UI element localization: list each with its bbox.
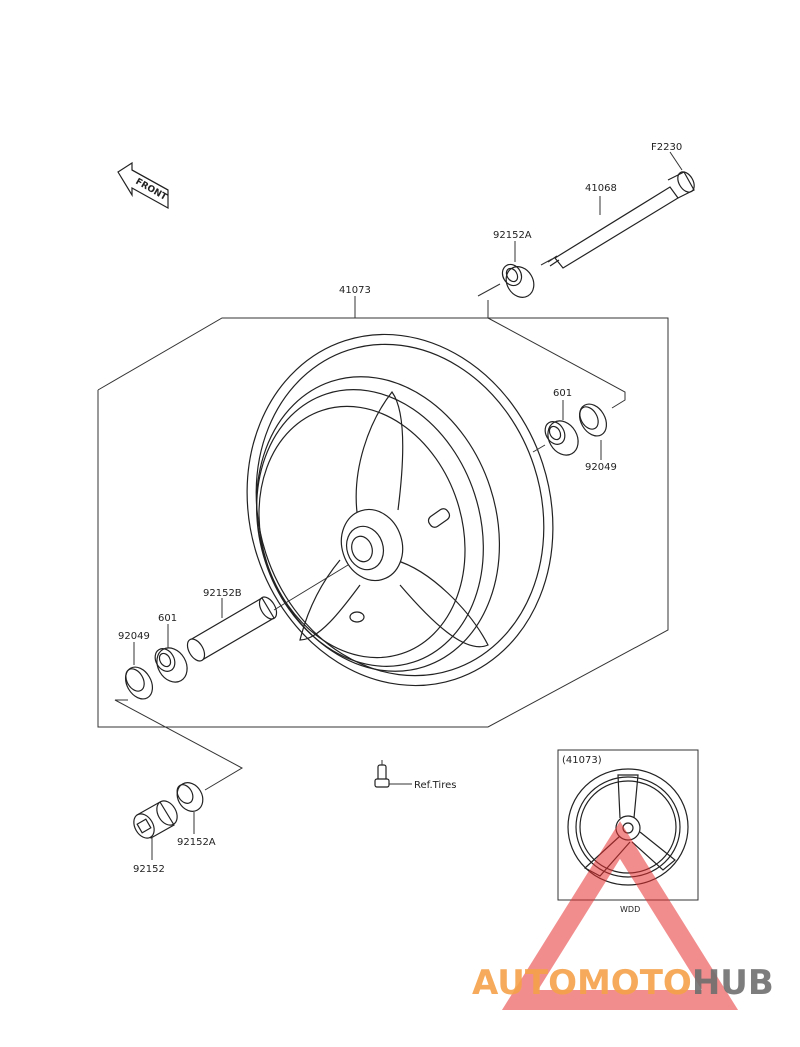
axle-41068 bbox=[540, 171, 695, 269]
collar-92152a-top bbox=[501, 263, 535, 298]
watermark-part-1: AUTOMOTO bbox=[472, 963, 692, 1003]
collar-92152a-bottom bbox=[176, 782, 204, 812]
front-arrow-icon: FRONT bbox=[117, 161, 169, 210]
label-f2230: F2230 bbox=[651, 142, 682, 153]
label-92152: 92152 bbox=[133, 864, 165, 875]
label-92152b: 92152B bbox=[203, 588, 242, 599]
collar-92152b bbox=[186, 596, 278, 662]
label-41073: 41073 bbox=[339, 285, 371, 296]
watermark-part-2: HUB bbox=[692, 963, 774, 1003]
label-92152a-bottom: 92152A bbox=[177, 837, 216, 848]
inset-color-code: WDD bbox=[620, 905, 640, 914]
inset-title: (41073) bbox=[562, 755, 602, 766]
label-41068: 41068 bbox=[585, 183, 617, 194]
seal-92049-left bbox=[124, 666, 154, 700]
valve-stem bbox=[374, 760, 390, 788]
label-601-right: 601 bbox=[553, 388, 572, 399]
label-601-left: 601 bbox=[158, 613, 177, 624]
label-92152a-top: 92152A bbox=[493, 230, 532, 241]
seal-92049-right bbox=[578, 403, 608, 437]
label-92049-left: 92049 bbox=[118, 631, 150, 642]
wheel-41073 bbox=[246, 333, 554, 687]
watermark-text: AUTOMOTOHUB bbox=[472, 963, 774, 1003]
bearing-601-left bbox=[154, 647, 188, 683]
label-92049-right: 92049 bbox=[585, 462, 617, 473]
collar-92152 bbox=[133, 800, 178, 839]
label-ref-tires: Ref.Tires bbox=[414, 780, 456, 791]
bearing-601-right bbox=[544, 420, 579, 456]
watermark-logo bbox=[501, 821, 739, 1010]
